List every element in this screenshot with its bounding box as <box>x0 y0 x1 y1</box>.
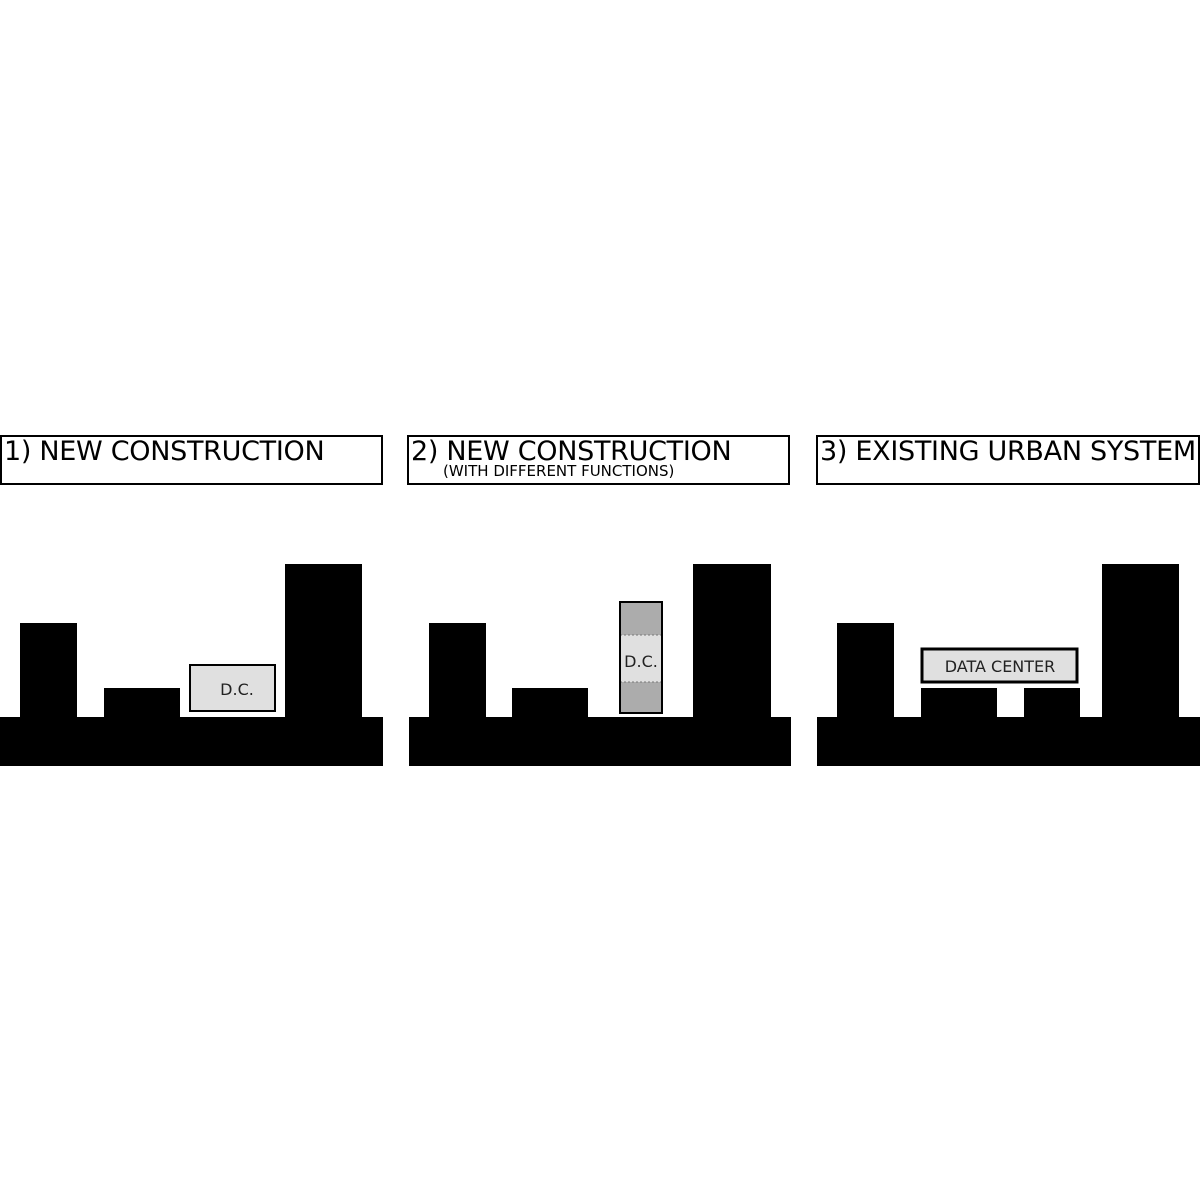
panel-2-dc-outline <box>619 601 663 714</box>
panel-3-diagram: DATA CENTER <box>817 564 1200 766</box>
panel-2-dc-band-bottom <box>620 682 662 713</box>
panel-2-data-center-label: D.C. <box>624 652 658 671</box>
panel-2-title-box: 2) NEW CONSTRUCTION (WITH DIFFERENT FUNC… <box>407 435 790 485</box>
panel-3-building-left <box>837 623 894 723</box>
panel-3-building-low-2 <box>1024 688 1080 723</box>
panel-3-building-tower <box>1102 564 1179 723</box>
panel-2-diagram: D.C. <box>409 564 791 766</box>
panel-3-title: 3) EXISTING URBAN SYSTEM <box>820 436 1196 467</box>
panel-2-dc-band-top <box>620 602 662 635</box>
panel-2-dc-band-middle <box>620 635 662 682</box>
panel-3-ground <box>817 717 1200 766</box>
panel-1-data-center-label: D.C. <box>220 680 254 699</box>
panel-1-title: 1) NEW CONSTRUCTION <box>4 436 325 467</box>
panel-3-data-center <box>920 647 1079 684</box>
panel-1-title-box: 1) NEW CONSTRUCTION <box>0 435 383 485</box>
panel-2-subtitle: (WITH DIFFERENT FUNCTIONS) <box>443 462 675 480</box>
panel-1-data-center <box>189 664 276 712</box>
panel-1-ground <box>0 717 383 766</box>
panel-3-title-box: 3) EXISTING URBAN SYSTEM <box>816 435 1200 485</box>
panel-2-ground <box>409 717 791 766</box>
panel-1-building-tower <box>285 564 362 723</box>
panel-1-building-left <box>20 623 77 723</box>
panel-2-title: 2) NEW CONSTRUCTION <box>411 436 732 467</box>
panel-2-building-tower <box>693 564 771 723</box>
panel-2-building-low <box>512 688 588 723</box>
panel-1-building-low <box>104 688 180 723</box>
panel-3-data-center-label: DATA CENTER <box>945 657 1056 676</box>
panel-2-data-center-tower: D.C. <box>619 601 663 714</box>
panel-1-diagram: D.C. <box>0 564 383 766</box>
panel-3-building-low-1 <box>921 688 997 723</box>
panel-2-building-left <box>429 623 486 723</box>
